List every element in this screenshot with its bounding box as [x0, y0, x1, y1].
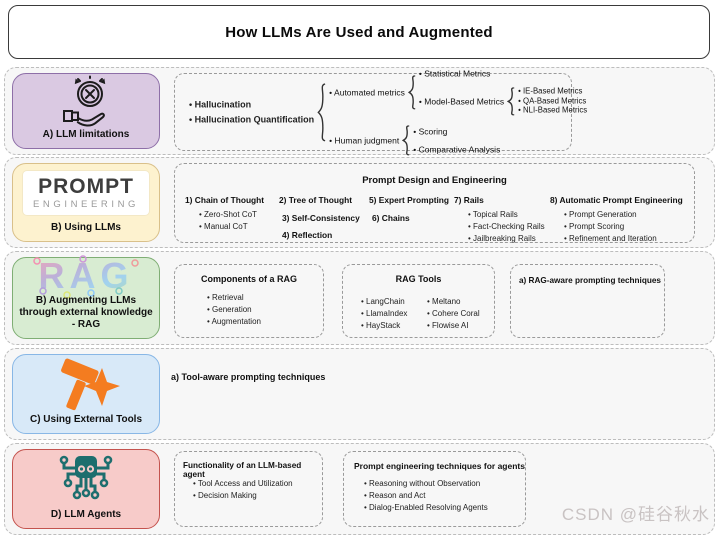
hallucination-tree: Hallucination Hallucination Quantificati… [189, 68, 587, 155]
column-item: 6) Chains [372, 213, 410, 223]
list-item: LlamaIndex [361, 308, 407, 320]
tree-item: Human judgment [329, 136, 400, 146]
coin-hand-icon [13, 74, 159, 129]
tool-aware-note: a) Tool-aware prompting techniques [171, 372, 326, 382]
label-caption: A) LLM limitations [42, 129, 130, 140]
label-caption: C) Using External Tools [29, 414, 143, 425]
list-item: Tool Access and Utilization [193, 478, 293, 490]
rag-components-box: Components of a RAG Retrieval Generation… [174, 264, 324, 338]
list-item: Augmentation [207, 316, 261, 328]
tree-item: Statistical Metrics [419, 68, 587, 78]
column-item: 4) Reflection [282, 230, 333, 240]
tree-item: Scoring [413, 127, 500, 137]
list-item: Fact-Checking Rails [468, 221, 545, 233]
row-external-tools: C) Using External Tools a) Tool-aware pr… [4, 348, 715, 440]
list-item: Retrieval [207, 292, 261, 304]
branch-human-judgment: Human judgment Scoring Comparative Analy… [329, 126, 587, 156]
tree-item: IE-Based Metrics [518, 86, 587, 96]
tree-item: Hallucination [189, 98, 314, 112]
column-title: 8) Automatic Prompt Engineering [550, 195, 683, 205]
column-item: 3) Self-Consistency [282, 213, 360, 223]
label-caption: B) Augmenting LLMs through external know… [19, 295, 153, 330]
list-item: LangChain [361, 296, 407, 308]
branch-automated: Automated metrics Statistical Metrics Mo… [329, 68, 587, 115]
root-items: Hallucination Hallucination Quantificati… [189, 98, 315, 127]
column-items: Topical Rails Fact-Checking Rails Jailbr… [468, 209, 545, 245]
logo-text: PROMPT [38, 174, 134, 198]
row-llm-limitations: A) LLM limitations Hallucination Halluci… [4, 67, 715, 155]
tree-item: Comparative Analysis [413, 145, 501, 155]
list-item: Dialog-Enabled Resolving Agents [364, 502, 488, 514]
agent-functionality-box: Functionality of an LLM-based agent Tool… [174, 451, 323, 527]
hammer-star-icon [13, 355, 159, 414]
column-title: 7) Rails [454, 195, 484, 205]
box-title: Components of a RAG [201, 274, 297, 284]
tree-item: Hallucination Quantification [189, 112, 315, 126]
brace-icon [317, 83, 326, 141]
list-item: Reasoning without Observation [364, 478, 488, 490]
rag-tools-box: RAG Tools LangChain LlamaIndex HayStack … [342, 264, 495, 338]
brace-icon [402, 126, 410, 156]
page-title: How LLMs Are Used and Augmented [225, 23, 493, 41]
watermark: CSDN @硅谷秋水 [561, 505, 710, 524]
list-item: Jailbreaking Rails [468, 233, 545, 245]
box-title: RAG Tools [395, 274, 442, 284]
box-items: Meltano Cohere Coral Flowise AI [427, 296, 480, 332]
row-using-llms: PROMPT ENGINEERING B) Using LLMs Prompt … [4, 157, 715, 248]
tree-item: Model-Based Metrics [419, 96, 504, 106]
row-llm-agents: D) LLM Agents Functionality of an LLM-ba… [4, 443, 715, 535]
box-items: Retrieval Generation Augmentation [207, 292, 261, 328]
list-item: Meltano [427, 296, 480, 308]
column-item: 5) Expert Prompting [369, 195, 450, 205]
box-title: Prompt engineering techniques for agents [354, 461, 525, 471]
column-items: Zero-Shot CoT Manual CoT [199, 209, 257, 233]
brace-icon [507, 87, 515, 115]
column-item: 2) Tree of Thought [279, 195, 353, 205]
list-item: Prompt Scoring [564, 221, 657, 233]
brace-icon [408, 75, 416, 109]
robot-agent-icon [13, 450, 159, 509]
branch-model-based: Model-Based Metrics IE-Based Metrics QA-… [419, 86, 587, 115]
tree-item: QA-Based Metrics [518, 96, 587, 106]
tree-item: Automated metrics [329, 87, 405, 97]
list-item: Zero-Shot CoT [199, 209, 257, 221]
tree-item: NLI-Based Metrics [518, 106, 587, 116]
row-rag: RAG B) Augmenting LLMs through external … [4, 251, 715, 345]
prompt-design-box: Prompt Design and Engineering 1) Chain o… [174, 163, 695, 243]
box-title: a) RAG-aware prompting techniques [519, 276, 661, 285]
box-title: Functionality of an LLM-based agent [183, 461, 302, 479]
list-item: Manual CoT [199, 221, 257, 233]
list-item: Generation [207, 304, 261, 316]
box-title: Prompt Design and Engineering [362, 175, 507, 186]
rag-logo-icon: RAG [13, 253, 159, 299]
box-items: Reasoning without Observation Reason and… [364, 478, 488, 514]
diagram-title-box: How LLMs Are Used and Augmented [8, 5, 710, 59]
logo-text: ENGINEERING [32, 198, 140, 210]
list-item: Decision Making [193, 490, 293, 502]
label-caption: B) Using LLMs [51, 222, 121, 233]
label-external-tools: C) Using External Tools [12, 354, 160, 434]
hallucination-box: Hallucination Hallucination Quantificati… [174, 68, 587, 151]
box-items: Tool Access and Utilization Decision Mak… [193, 478, 293, 502]
list-item: Cohere Coral [427, 308, 480, 320]
list-item: Reason and Act [364, 490, 488, 502]
list-item: Prompt Generation [564, 209, 657, 221]
label-caption: D) LLM Agents [50, 509, 122, 520]
rag-aware-box: a) RAG-aware prompting techniques [510, 264, 665, 338]
label-llm-limitations: A) LLM limitations [12, 73, 160, 149]
agent-prompting-box: Prompt engineering techniques for agents… [343, 451, 526, 527]
list-item: Refinement and Iteration [564, 233, 657, 245]
list-item: Topical Rails [468, 209, 545, 221]
list-item: HayStack [361, 320, 407, 332]
column-title: 1) Chain of Thought [185, 195, 265, 205]
prompt-engineering-logo: PROMPT ENGINEERING [22, 170, 150, 216]
label-rag: RAG B) Augmenting LLMs through external … [12, 255, 160, 339]
label-using-llms: PROMPT ENGINEERING B) Using LLMs [12, 163, 160, 242]
list-item: Flowise AI [427, 320, 480, 332]
column-items: Prompt Generation Prompt Scoring Refinem… [564, 209, 657, 245]
box-items: LangChain LlamaIndex HayStack [361, 296, 407, 332]
label-llm-agents: D) LLM Agents [12, 449, 160, 529]
